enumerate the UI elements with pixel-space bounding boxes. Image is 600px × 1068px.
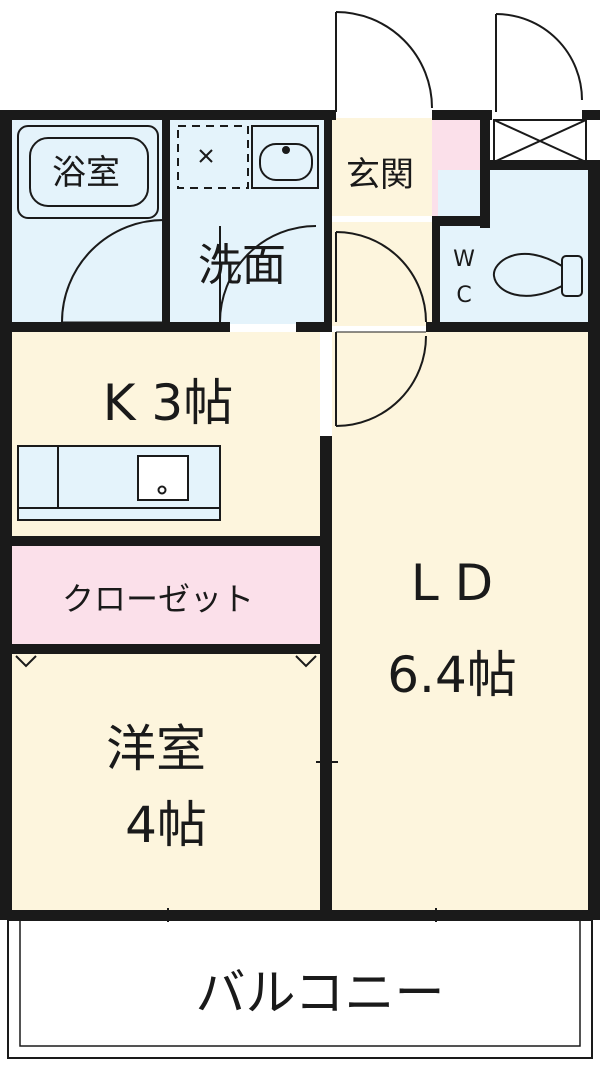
kitchen-label: K 3帖 <box>103 374 234 432</box>
sliding-door-western-ld <box>316 654 338 906</box>
western-room-label: 洋室 <box>106 720 206 778</box>
entrance-doors <box>335 11 583 112</box>
bathtub-icon <box>17 125 159 219</box>
toilet-icon <box>492 253 583 297</box>
hall-doors <box>335 231 427 427</box>
washroom-label: 洗面 <box>198 240 286 291</box>
entrance-label: 玄関 <box>346 155 414 195</box>
shoe-box <box>493 119 587 163</box>
wc-label-c: C <box>456 283 471 308</box>
western-room-floor <box>12 654 320 910</box>
entrance-floor <box>332 118 432 216</box>
bath-label: 浴室 <box>52 153 120 193</box>
closet-label: クローゼット <box>62 580 254 618</box>
ld-label: L D <box>411 554 493 612</box>
wc-label-w: W <box>453 247 475 272</box>
balcony-outline <box>7 919 593 1059</box>
bath-door <box>61 219 317 323</box>
balcony-label: バルコニー <box>196 964 445 1022</box>
western-room-size: 4帖 <box>125 796 207 854</box>
washing-machine-space <box>177 125 249 189</box>
closet-floor <box>12 546 320 646</box>
wc-floor <box>438 170 588 326</box>
ld-floor <box>332 332 588 910</box>
balcony-windows <box>60 908 550 922</box>
closet-doors <box>14 644 318 668</box>
ld-size: 6.4帖 <box>387 646 517 704</box>
kitchen-counter <box>17 445 221 521</box>
sink-icon <box>251 125 319 189</box>
hall-floor <box>332 222 436 326</box>
